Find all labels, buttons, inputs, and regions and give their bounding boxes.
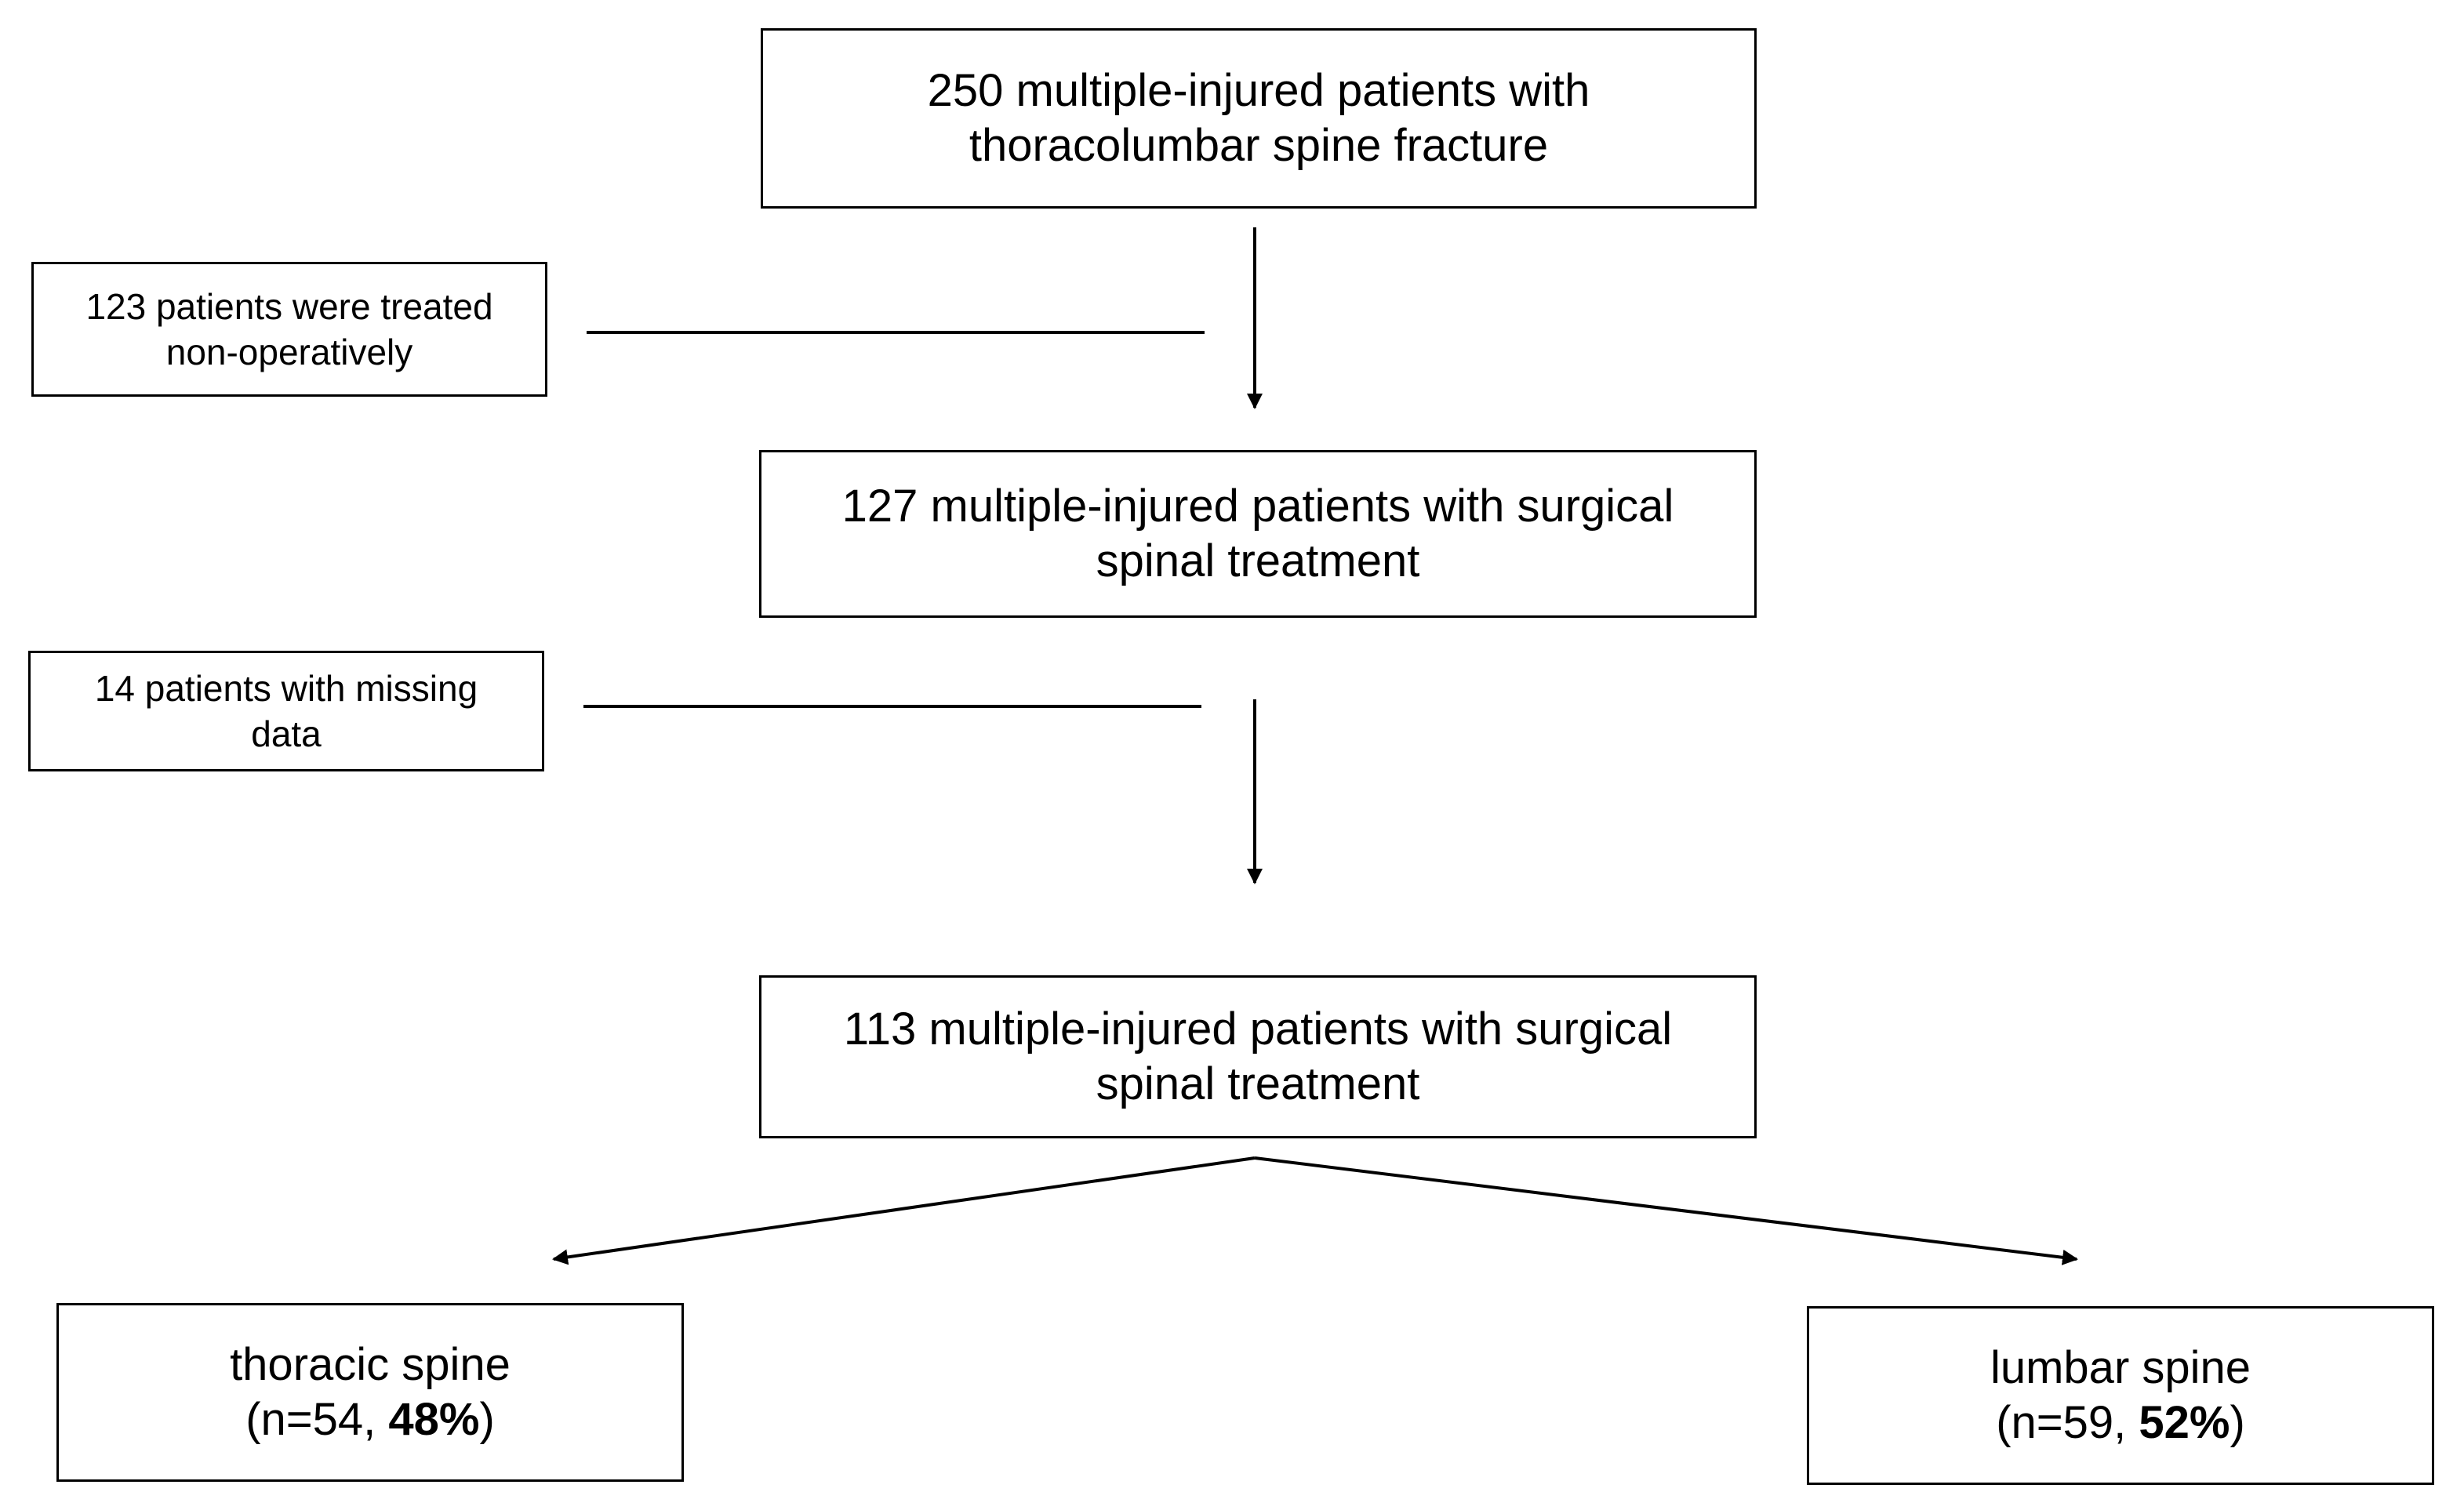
box-thoracic-label: thoracic spine [230, 1339, 511, 1390]
thoracic-count-prefix: (n=54, [245, 1394, 389, 1445]
box-final-patients: 113 multiple-injured patients with surgi… [759, 975, 1757, 1138]
box-surgical-patients: 127 multiple-injured patients with surgi… [759, 450, 1757, 618]
box-missing-line1: 14 patients with missing [94, 668, 478, 709]
box-lumbar-count: (n=59, 52%) [1996, 1396, 2245, 1450]
box-excluded-missing-data: 14 patients with missing data [28, 651, 544, 771]
thoracic-count-suffix: ) [479, 1394, 495, 1445]
box-missing-line2: data [251, 713, 322, 754]
thoracic-percent: 48% [388, 1394, 480, 1445]
box-lumbar-label: lumbar spine [1990, 1342, 2251, 1393]
box-total-line2: thoracolumbar spine fracture [969, 120, 1549, 171]
lumbar-count-suffix: ) [2230, 1397, 2245, 1448]
box-thoracic-count: (n=54, 48%) [245, 1392, 495, 1447]
box-total-line1: 250 multiple-injured patients with [927, 65, 1590, 116]
box-total-patients: 250 multiple-injured patients with thora… [761, 28, 1757, 209]
box-final-line2: spinal treatment [1096, 1058, 1420, 1109]
arrow-final-to-lumbar [1254, 1156, 2078, 1265]
box-surgical-line1: 127 multiple-injured patients with surgi… [841, 481, 1674, 532]
lumbar-percent: 52% [2139, 1397, 2230, 1448]
box-final-line1: 113 multiple-injured patients with surgi… [843, 1004, 1673, 1054]
arrow-final-to-thoracic [552, 1156, 1256, 1265]
lumbar-count-prefix: (n=59, [1996, 1397, 2139, 1448]
box-excluded-nonoperative: 123 patients were treated non-operativel… [31, 262, 547, 397]
box-thoracic-spine: thoracic spine (n=54, 48%) [56, 1303, 684, 1482]
box-surgical-line2: spinal treatment [1096, 535, 1420, 586]
box-nonop-line2: non-operatively [165, 332, 413, 372]
box-lumbar-spine: lumbar spine (n=59, 52%) [1807, 1306, 2434, 1485]
box-nonop-line1: 123 patients were treated [85, 286, 493, 327]
